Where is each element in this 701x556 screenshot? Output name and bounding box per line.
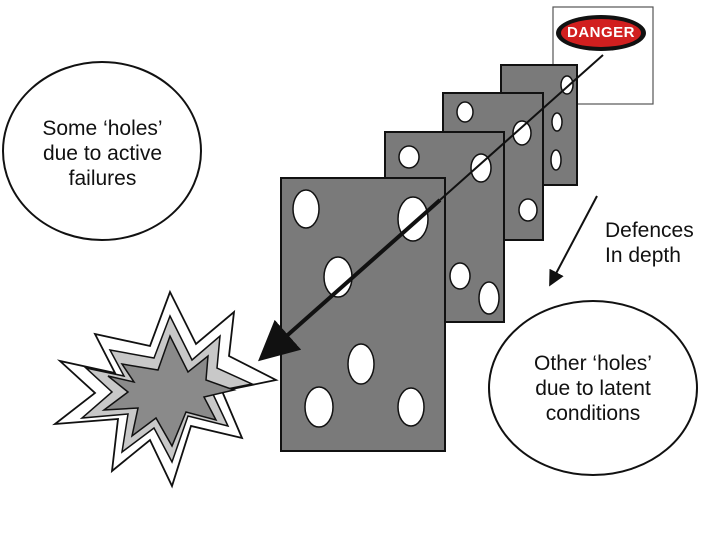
slice-hole — [399, 146, 419, 168]
active-failures-line-3: failures — [20, 166, 185, 191]
slice-hole — [348, 344, 374, 384]
slice-hole — [305, 387, 333, 427]
defences-direction-arrow — [551, 196, 597, 283]
danger-sign-text: DANGER — [561, 24, 641, 41]
latent-conditions-line-2: due to latent — [508, 376, 678, 401]
defences-label-line-1: Defences — [605, 218, 694, 243]
active-failures-line-2: due to active — [20, 141, 185, 166]
slice-hole — [551, 150, 561, 170]
slice-hole — [398, 388, 424, 426]
latent-conditions-line-1: Other ‘holes’ — [508, 351, 678, 376]
defences-label-line-2: In depth — [605, 243, 694, 268]
slice-hole — [293, 190, 319, 228]
defences-in-depth-label: Defences In depth — [605, 218, 694, 268]
slice-hole — [457, 102, 473, 122]
active-failures-note: Some ‘holes’ due to active failures — [20, 116, 185, 191]
active-failures-line-1: Some ‘holes’ — [20, 116, 185, 141]
latent-conditions-note: Other ‘holes’ due to latent conditions — [508, 351, 678, 426]
latent-conditions-line-3: conditions — [508, 401, 678, 426]
accident-burst — [55, 292, 276, 486]
slice-hole — [519, 199, 537, 221]
slice-hole — [450, 263, 470, 289]
slice-hole — [552, 113, 562, 131]
slice-hole — [479, 282, 499, 314]
